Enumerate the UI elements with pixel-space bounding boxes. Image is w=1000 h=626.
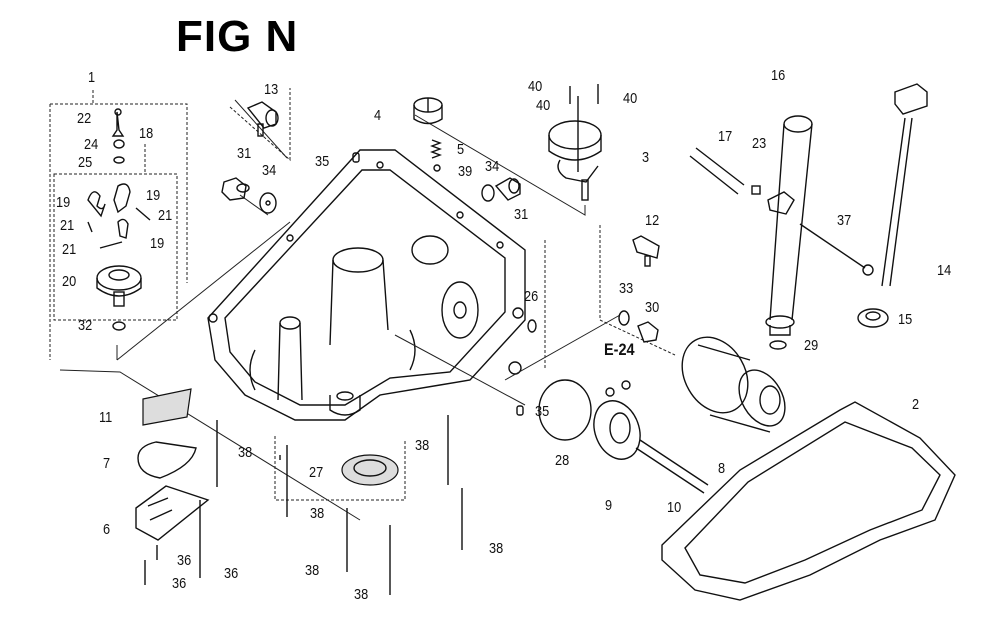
callout-36c[interactable]: 36: [224, 565, 239, 582]
callout-21a[interactable]: 21: [60, 217, 75, 234]
callout-38a[interactable]: 38: [238, 444, 253, 461]
bolt-37: [799, 223, 866, 269]
callout-3[interactable]: 3: [642, 149, 650, 166]
governor-assembly-bracket: [49, 90, 188, 360]
callout-38c[interactable]: 38: [305, 562, 320, 579]
callout-7[interactable]: 7: [103, 455, 111, 472]
callout-23[interactable]: 23: [752, 135, 767, 152]
screen-11: [142, 388, 192, 426]
callout-35a[interactable]: 35: [315, 153, 330, 170]
callout-13[interactable]: 13: [264, 81, 279, 98]
callout-31b[interactable]: 31: [514, 206, 529, 223]
washer-29: [769, 340, 787, 350]
oil-sensor-12: [632, 235, 660, 267]
o-ring-15: [857, 308, 889, 328]
callout-27[interactable]: 27: [309, 464, 324, 481]
dowel-pin-35-top: [352, 152, 360, 163]
callout-33[interactable]: 33: [619, 280, 634, 297]
oil-seal-27: [341, 454, 399, 486]
reference-e24[interactable]: E-24: [604, 340, 635, 359]
callout-38d[interactable]: 38: [354, 586, 369, 603]
callout-19c[interactable]: 19: [150, 235, 165, 252]
callout-28[interactable]: 28: [555, 452, 570, 469]
callout-2[interactable]: 2: [912, 396, 920, 413]
callout-1[interactable]: 1: [88, 69, 96, 86]
callout-19a[interactable]: 19: [56, 194, 71, 211]
callout-4[interactable]: 4: [374, 107, 382, 124]
callout-34b[interactable]: 34: [485, 158, 500, 175]
callout-31a[interactable]: 31: [237, 145, 252, 162]
callout-12[interactable]: 12: [645, 212, 660, 229]
callout-25[interactable]: 25: [78, 154, 93, 171]
callout-18[interactable]: 18: [139, 125, 154, 142]
callout-38b[interactable]: 38: [310, 505, 325, 522]
callout-37[interactable]: 37: [837, 212, 852, 229]
governor-gear-part: [96, 265, 142, 307]
figure-title: FIG N: [176, 12, 299, 61]
oil-filler-tube-16: [765, 115, 813, 336]
gasket-2: [661, 401, 956, 601]
callout-21c[interactable]: 21: [62, 241, 77, 258]
callout-32[interactable]: 32: [78, 317, 93, 334]
callout-17[interactable]: 17: [718, 128, 733, 145]
governor-weights-part: [87, 183, 151, 249]
bolts-36: [144, 500, 201, 585]
breather-fitting-13: [246, 101, 279, 137]
dipstick-14: [881, 83, 928, 287]
callout-36a[interactable]: 36: [177, 552, 192, 569]
oil-pan-body: [207, 149, 526, 421]
o-ring-26: [527, 319, 537, 333]
callout-35b[interactable]: 35: [535, 403, 550, 420]
washer-32-part: [112, 321, 126, 331]
callout-9[interactable]: 9: [605, 497, 613, 514]
callout-40b[interactable]: 40: [536, 97, 551, 114]
relief-valve-cap-4: [413, 97, 443, 125]
o-ring-28: [538, 379, 592, 441]
callout-20[interactable]: 20: [62, 273, 77, 290]
callout-10[interactable]: 10: [667, 499, 682, 516]
callout-39[interactable]: 39: [458, 163, 473, 180]
assembly-guide-lines: [59, 88, 676, 521]
callout-22[interactable]: 22: [77, 110, 92, 127]
drain-plug-31-right: [481, 177, 521, 202]
oil-pump-3: [548, 84, 602, 201]
steel-ball-39: [433, 164, 441, 172]
callout-38f[interactable]: 38: [489, 540, 504, 557]
callout-16[interactable]: 16: [771, 67, 786, 84]
callout-38e[interactable]: 38: [415, 437, 430, 454]
governor-pin-part: [111, 108, 125, 164]
callout-40c[interactable]: 40: [623, 90, 638, 107]
filter-adapter-9: [593, 380, 641, 460]
stud-10: [635, 439, 709, 494]
callout-15[interactable]: 15: [898, 311, 913, 328]
gasket-7: [137, 441, 197, 479]
callout-6[interactable]: 6: [103, 521, 111, 538]
callout-14[interactable]: 14: [937, 262, 952, 279]
callout-34a[interactable]: 34: [262, 162, 277, 179]
dowel-pin-35-bottom: [516, 405, 524, 416]
callout-19b[interactable]: 19: [146, 187, 161, 204]
oil-filter-8: [681, 336, 786, 433]
callout-8[interactable]: 8: [718, 460, 726, 477]
bolts-38: [216, 415, 463, 595]
cover-plate-6: [135, 485, 210, 541]
bolt-30: [637, 321, 659, 343]
callout-30[interactable]: 30: [645, 299, 660, 316]
callout-36b[interactable]: 36: [172, 575, 187, 592]
callout-26[interactable]: 26: [524, 288, 539, 305]
callout-40a[interactable]: 40: [528, 78, 543, 95]
callout-21b[interactable]: 21: [158, 207, 173, 224]
drain-plug-31-left: [221, 177, 277, 214]
washer-33: [618, 310, 630, 326]
grommet-23: [751, 185, 761, 195]
callout-5[interactable]: 5: [457, 141, 465, 158]
spring-5: [430, 139, 442, 159]
callout-29[interactable]: 29: [804, 337, 819, 354]
callout-11[interactable]: 11: [99, 409, 113, 426]
callout-24[interactable]: 24: [84, 136, 99, 153]
tube-17: [689, 147, 745, 195]
